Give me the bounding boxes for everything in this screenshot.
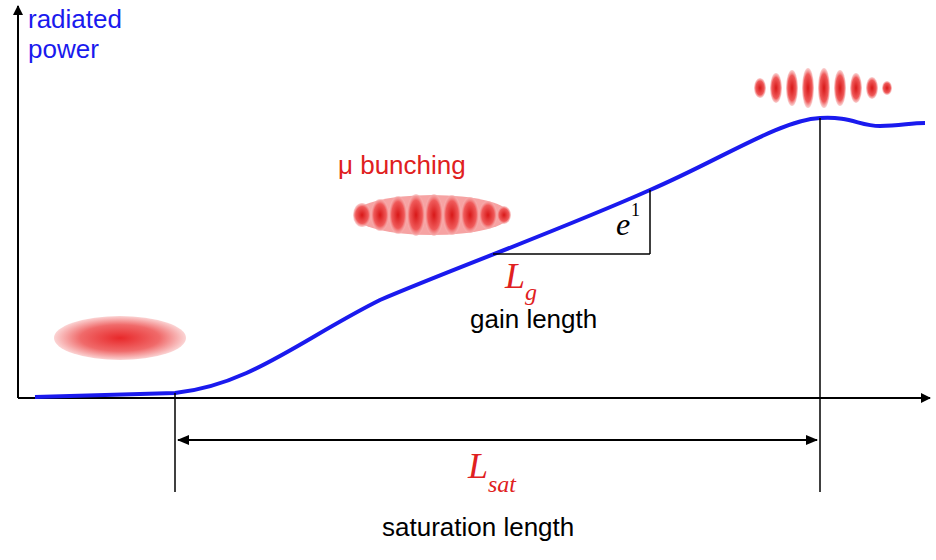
- marker-line: [174, 393, 176, 492]
- caption-label: gain length: [470, 304, 597, 334]
- dimension-arrow: [178, 439, 817, 441]
- annotation-label: μ bunching: [338, 150, 466, 180]
- x-axis: [18, 397, 930, 399]
- subscript-label: g: [525, 278, 537, 306]
- symbol-label: e: [616, 206, 630, 243]
- caption-label: saturation length: [382, 512, 574, 542]
- gain-triangle: [493, 253, 650, 255]
- symbol-label: L: [468, 446, 488, 487]
- microbunched-beam: [353, 194, 511, 236]
- subscript-label: sat: [488, 470, 516, 498]
- electron-bunch: [54, 316, 186, 360]
- superscript-label: 1: [631, 200, 640, 221]
- microbunched-beam: [754, 68, 892, 108]
- power-curve: [35, 118, 925, 397]
- marker-line: [819, 118, 821, 492]
- y-axis: [17, 6, 19, 398]
- axis-label: radiated power: [28, 4, 138, 64]
- gain-triangle: [649, 190, 651, 254]
- symbol-label: L: [505, 256, 525, 297]
